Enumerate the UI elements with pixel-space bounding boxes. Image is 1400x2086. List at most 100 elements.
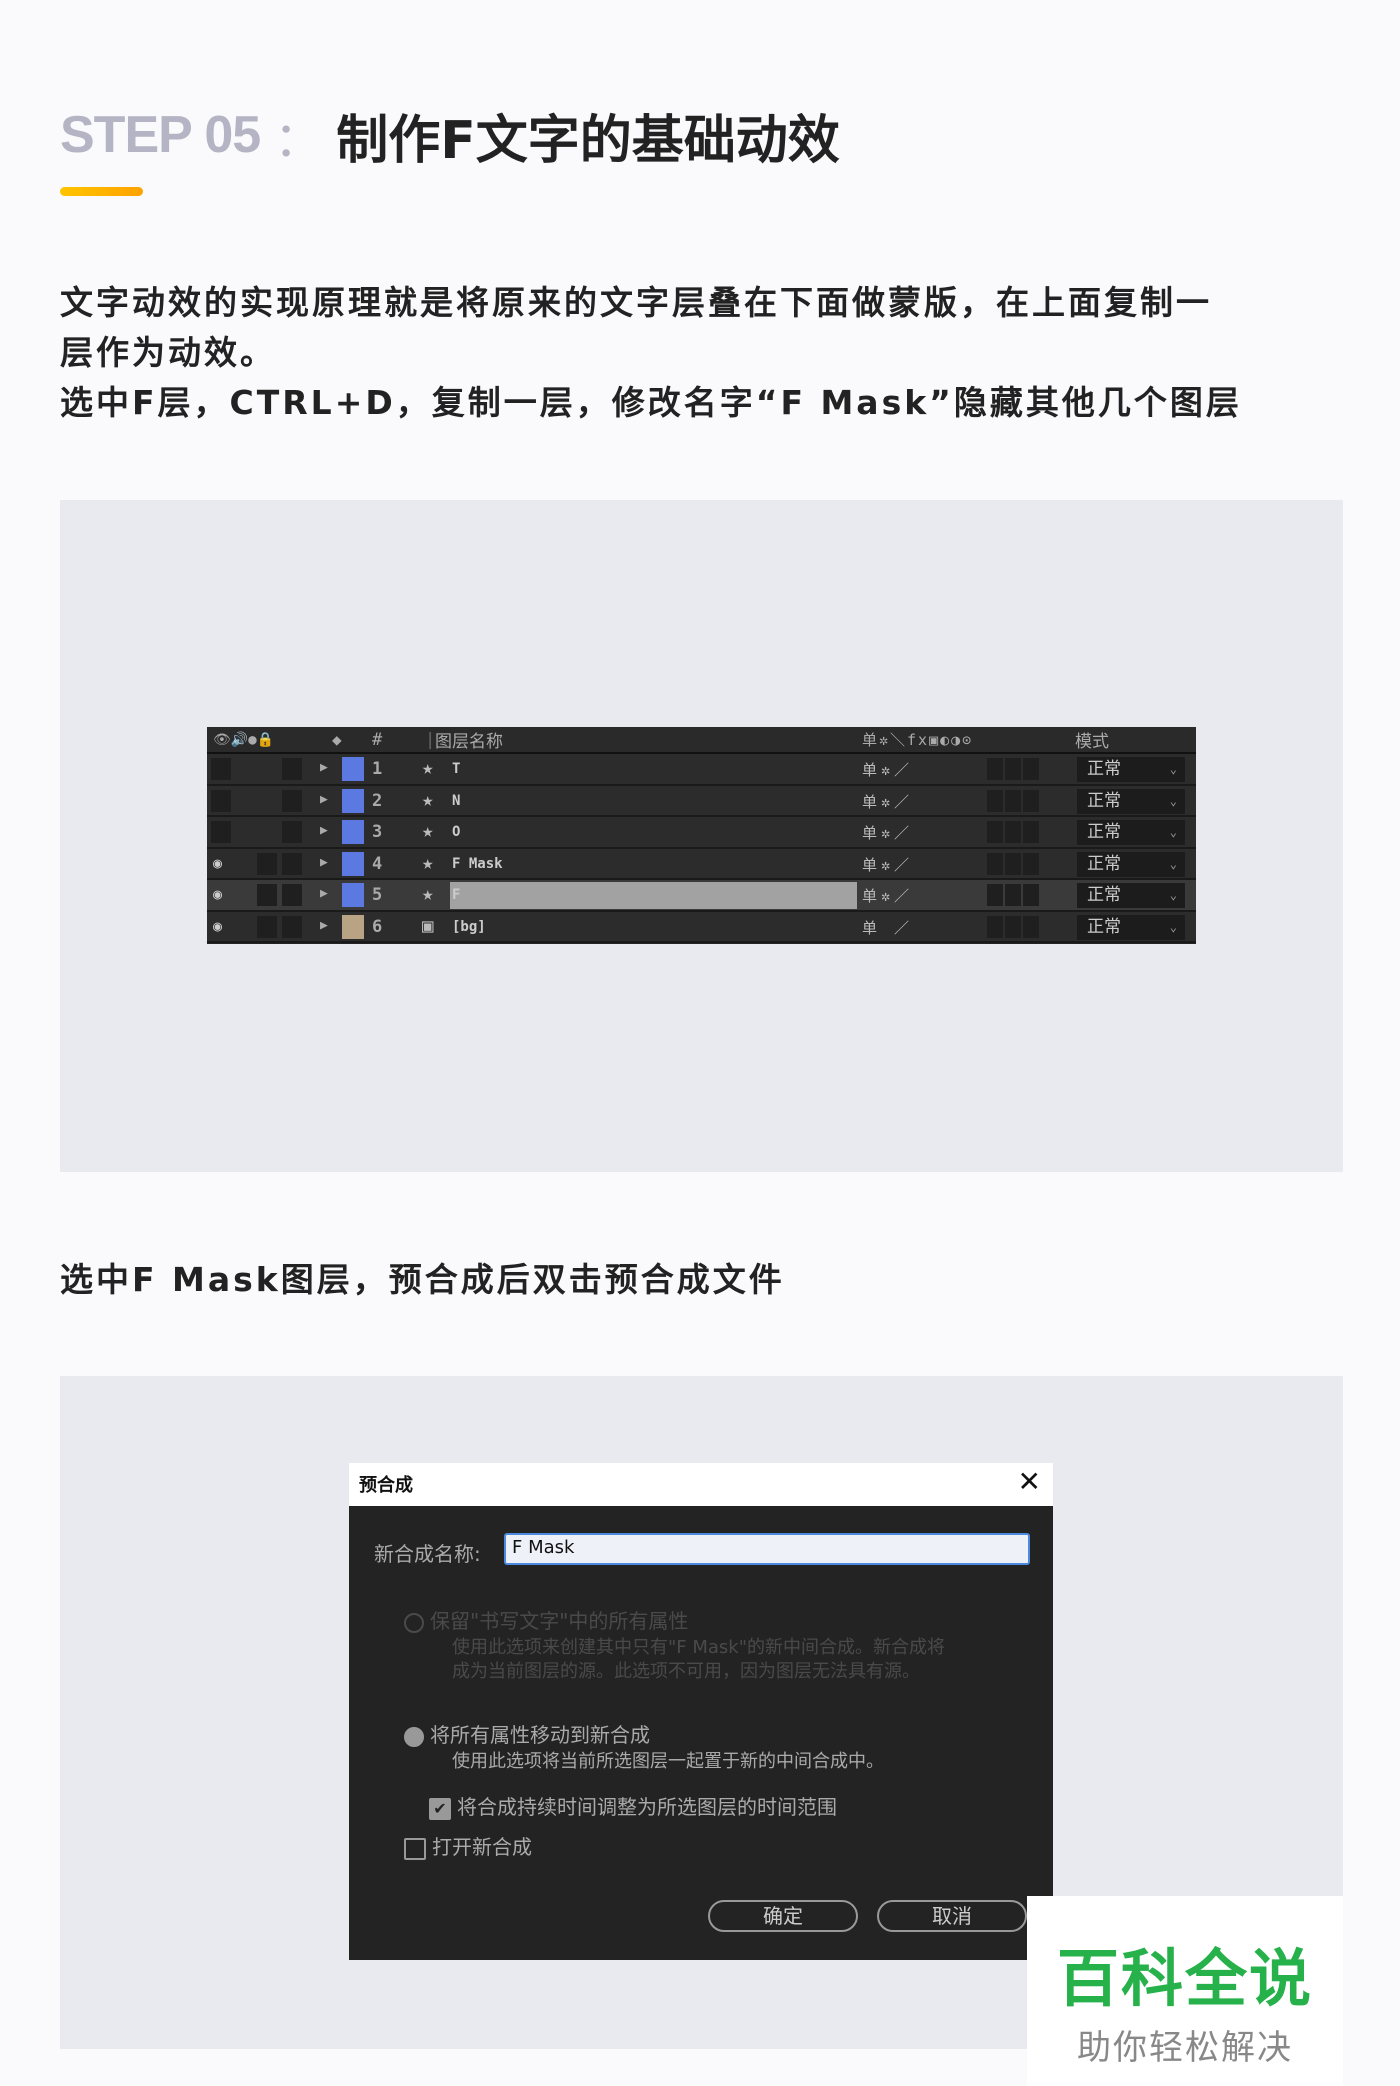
solo-toggle[interactable] <box>257 884 277 906</box>
adjust-duration-checkbox[interactable]: ✔ 将合成持续时间调整为所选图层的时间范围 <box>429 1791 837 1820</box>
label-color-swatch[interactable] <box>342 820 364 844</box>
checkbox-label: 打开新合成 <box>432 1835 532 1859</box>
label-color-swatch[interactable] <box>342 851 364 876</box>
layer-name[interactable]: T <box>452 761 461 777</box>
layer-switches[interactable]: 单✲／ <box>862 855 914 874</box>
eye-icon[interactable]: ◉ <box>213 853 223 872</box>
solo-toggle[interactable] <box>257 852 277 875</box>
paragraph-line: 层作为动效。 <box>60 333 276 372</box>
label-color-swatch[interactable] <box>342 914 364 939</box>
switch-cell[interactable] <box>1005 789 1021 812</box>
layer-number: 5 <box>372 885 383 905</box>
layer-number: 4 <box>372 853 383 874</box>
blend-mode-dropdown[interactable]: 正常⌄ <box>1077 757 1185 782</box>
switch-cell[interactable] <box>1023 821 1039 843</box>
name-label: 新合成名称: <box>374 1542 481 1566</box>
layer-number: 2 <box>372 790 383 811</box>
switch-cell[interactable] <box>1005 758 1021 780</box>
switch-cell[interactable] <box>1023 884 1039 906</box>
eye-icon[interactable]: ◉ <box>213 916 223 935</box>
expand-arrow-icon[interactable]: ▶ <box>320 854 328 870</box>
dialog-title: 预合成 <box>359 1475 413 1496</box>
layer-name-column-header[interactable]: 图层名称 <box>435 732 503 752</box>
switch-cell[interactable] <box>1005 884 1021 906</box>
option-description: 使用此选项将当前所选图层一起置于新的中间合成中。 <box>452 1751 884 1772</box>
switch-cell[interactable] <box>987 758 1003 780</box>
layer-switches[interactable]: 单✲／ <box>862 824 914 842</box>
lock-toggle[interactable] <box>282 915 302 938</box>
switch-cell[interactable] <box>1023 758 1039 780</box>
layer-name[interactable]: F Mask <box>452 855 503 872</box>
cancel-button[interactable]: 取消 <box>877 1900 1027 1932</box>
lock-toggle[interactable] <box>282 884 302 906</box>
switch-cell[interactable] <box>987 915 1003 938</box>
number-column-header: # <box>372 729 383 750</box>
chevron-down-icon: ⌄ <box>1169 856 1177 871</box>
blend-mode-dropdown[interactable]: 正常⌄ <box>1077 883 1185 908</box>
ok-button[interactable]: 确定 <box>708 1900 858 1932</box>
option-description: 成为当前图层的源。此选项不可用，因为图层无法具有源。 <box>452 1661 920 1682</box>
close-icon[interactable]: ✕ <box>1017 1465 1041 1498</box>
switch-cell[interactable] <box>1023 852 1039 875</box>
switch-cell[interactable] <box>1023 915 1039 938</box>
composition-name-input[interactable]: F Mask <box>504 1533 1030 1565</box>
switch-cell[interactable] <box>987 821 1003 843</box>
expand-arrow-icon[interactable]: ▶ <box>320 886 328 901</box>
label-color-swatch[interactable] <box>342 757 364 781</box>
expand-arrow-icon[interactable]: ▶ <box>320 791 328 807</box>
label-color-swatch[interactable] <box>342 883 364 907</box>
layer-name[interactable]: F <box>452 887 461 903</box>
layer-name[interactable]: N <box>452 792 461 809</box>
blend-mode-value: 正常 <box>1087 916 1121 937</box>
star-icon: ★ <box>422 851 434 874</box>
paragraph-line: 选中F Mask图层，预合成后双击预合成文件 <box>60 1260 785 1299</box>
blend-mode-dropdown[interactable]: 正常⌄ <box>1077 820 1185 845</box>
layer-row[interactable]: ◉▶6▣[bg]单 ／正常⌄ <box>207 911 1196 943</box>
lock-toggle[interactable] <box>282 852 302 875</box>
expand-arrow-icon[interactable]: ▶ <box>320 823 328 838</box>
layer-switches[interactable]: 单✲／ <box>862 887 914 905</box>
switch-cell[interactable] <box>987 789 1003 812</box>
layer-switches[interactable]: 单 ／ <box>862 918 914 937</box>
switch-cell[interactable] <box>1005 821 1021 843</box>
visibility-toggle[interactable] <box>211 758 231 780</box>
lock-toggle[interactable] <box>282 821 302 843</box>
visibility-toggle[interactable] <box>211 789 231 812</box>
blend-mode-value: 正常 <box>1087 759 1121 779</box>
switch-cell[interactable] <box>1005 852 1021 875</box>
layer-name[interactable]: O <box>452 824 461 840</box>
mode-column-header[interactable]: 模式 <box>1075 732 1109 752</box>
blend-mode-dropdown[interactable]: 正常⌄ <box>1077 851 1185 877</box>
blend-mode-dropdown[interactable]: 正常⌄ <box>1077 914 1185 940</box>
layer-switches[interactable]: 单✲／ <box>862 761 914 779</box>
switch-cell[interactable] <box>1005 915 1021 938</box>
blend-mode-dropdown[interactable]: 正常⌄ <box>1077 788 1185 814</box>
switch-cell[interactable] <box>987 884 1003 906</box>
layer-switches[interactable]: 单✲／ <box>862 792 914 811</box>
solo-toggle[interactable] <box>257 915 277 938</box>
expand-arrow-icon[interactable]: ▶ <box>320 760 328 775</box>
label-color-swatch[interactable] <box>342 788 364 813</box>
option-keep-attributes[interactable]: 保留"书写文字"中的所有属性 <box>404 1605 688 1634</box>
switch-cell[interactable] <box>1023 789 1039 812</box>
open-new-comp-checkbox[interactable]: 打开新合成 <box>404 1831 532 1860</box>
lock-toggle[interactable] <box>282 758 302 780</box>
layer-row[interactable]: ◉ ▶ 4 ★ F Mask 单✲／ 正常⌄ <box>207 848 1196 880</box>
chevron-down-icon: ⌄ <box>1169 825 1177 839</box>
layer-number: 1 <box>372 759 383 779</box>
layer-name-edit-box[interactable] <box>450 882 857 909</box>
checkbox-label: 将合成持续时间调整为所选图层的时间范围 <box>457 1795 837 1819</box>
option-move-attributes[interactable]: 将所有属性移动到新合成 <box>404 1719 650 1748</box>
eye-icon[interactable]: ◉ <box>213 885 223 903</box>
expand-arrow-icon[interactable]: ▶ <box>320 917 328 933</box>
visibility-toggle[interactable] <box>211 821 231 843</box>
lock-toggle[interactable] <box>282 789 302 812</box>
dialog-titlebar: 预合成 ✕ <box>349 1463 1053 1506</box>
layer-name[interactable]: [bg] <box>452 918 486 935</box>
checkmark-icon: ✔ <box>429 1797 451 1820</box>
switch-cell[interactable] <box>987 852 1003 875</box>
